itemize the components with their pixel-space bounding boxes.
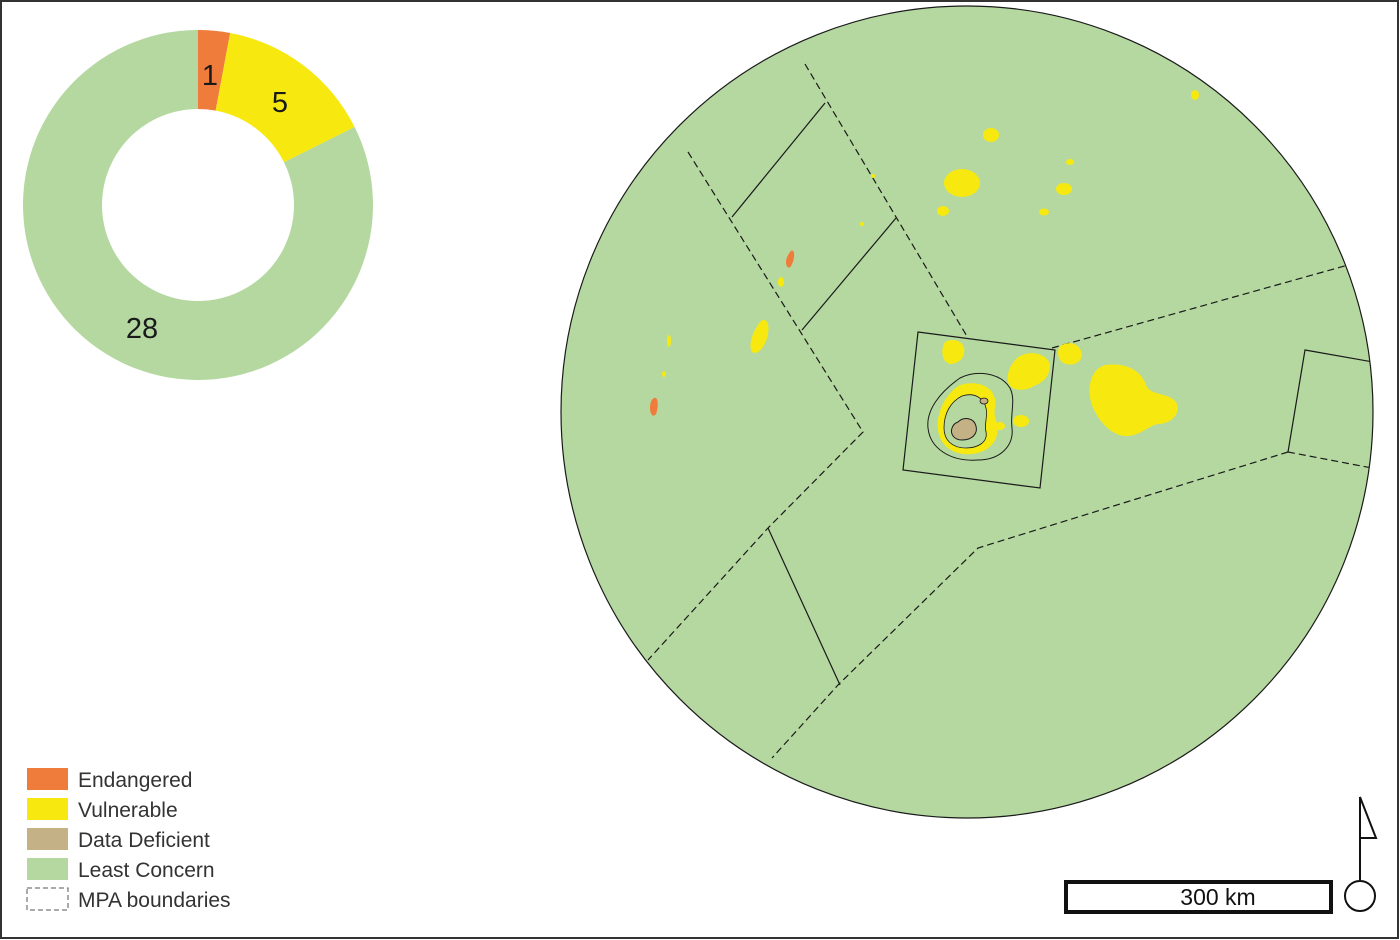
donut-slice-least-concern — [22, 30, 373, 381]
island-buffer-ring — [927, 372, 1014, 461]
donut-label: 1 — [202, 60, 218, 92]
legend-swatch — [26, 887, 69, 911]
vulnerable-patches — [662, 90, 1199, 436]
legend-swatch — [27, 798, 68, 820]
endangered-patches — [650, 250, 795, 416]
donut-slice-vulnerable — [215, 32, 355, 163]
legend-swatch — [27, 768, 68, 790]
mpa-boundary-line — [1287, 349, 1373, 453]
island-complex — [927, 372, 1014, 461]
mpa-boundary-line — [1287, 451, 1373, 469]
scale-bar: 300 km — [1064, 880, 1333, 914]
mpa-boundaries — [647, 63, 1373, 759]
donut-label: 5 — [272, 87, 288, 119]
legend-label: Data Deficient — [78, 829, 210, 852]
mpa-boundary-line — [804, 63, 969, 339]
north-arrow-icon — [1344, 796, 1378, 912]
donut-label: 28 — [126, 313, 158, 345]
donut-slice-endangered — [198, 30, 231, 111]
legend-label: MPA boundaries — [78, 889, 231, 912]
mpa-boundary-line — [731, 102, 826, 218]
island-data-deficient — [951, 418, 977, 441]
legend-swatch — [27, 828, 68, 850]
mpa-boundary-line — [801, 217, 897, 331]
legend-label: Least Concern — [78, 859, 215, 882]
mpa-boundary-line — [771, 451, 1289, 759]
scale-bar-box — [1064, 880, 1333, 914]
mpa-boundary-line — [1051, 264, 1349, 349]
mpa-boundary-line — [647, 151, 864, 661]
legend-label: Endangered — [78, 769, 192, 792]
central-box-boundary — [902, 331, 1056, 489]
scale-bar-label: 300 km — [1180, 884, 1255, 910]
legend-swatch — [27, 858, 68, 880]
islet — [979, 397, 989, 405]
map-area — [560, 5, 1374, 819]
mpa-boundary-line — [767, 527, 841, 686]
legend-label: Vulnerable — [78, 799, 178, 822]
